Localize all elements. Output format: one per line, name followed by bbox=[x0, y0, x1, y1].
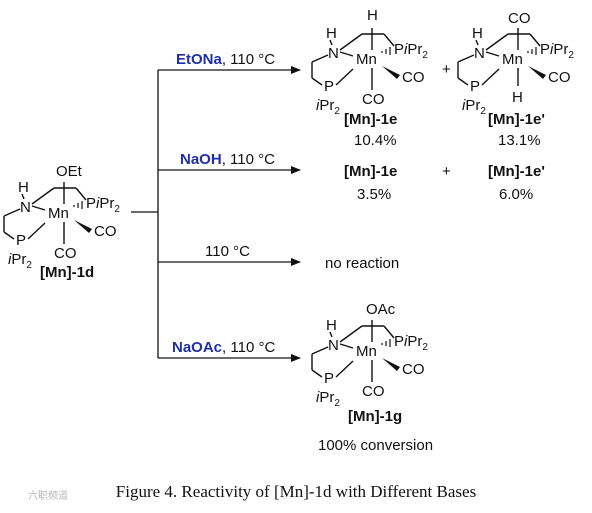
molecule-mn-1d: OEt [Mn]-1d bbox=[3, 163, 122, 281]
condition-naoh: NaOH, 110 °C bbox=[180, 151, 275, 168]
molecule-mn-1e-prime: CO H [Mn]-1e' 13.1% bbox=[457, 10, 576, 149]
condition-etona: EtONa, 110 °C bbox=[176, 51, 275, 68]
plus-sign-naoh: + bbox=[442, 163, 451, 180]
naoh-product-1e: [Mn]-1e bbox=[344, 163, 397, 180]
mn-1e-label: [Mn]-1e bbox=[344, 111, 397, 128]
yield-etona-1e: 10.4% bbox=[354, 132, 397, 149]
plus-sign-top: + bbox=[442, 61, 451, 78]
condition-heat: 110 °C bbox=[205, 243, 250, 260]
reagent-etona: EtONa bbox=[176, 51, 223, 68]
yield-naoh-1e: 3.5% bbox=[357, 186, 391, 203]
mn-1g-label: [Mn]-1g bbox=[348, 408, 402, 425]
mn-1d-label: [Mn]-1d bbox=[40, 264, 94, 281]
condition-naoac: NaOAc, 110 °C bbox=[172, 339, 275, 356]
conditions-etona: , 110 °C bbox=[222, 51, 275, 68]
molecule-mn-1g: OAc [Mn]-1g 100% conversion bbox=[311, 301, 433, 454]
reagent-naoh: NaOH bbox=[180, 151, 222, 168]
mn-1e-prime-label: [Mn]-1e' bbox=[488, 111, 545, 128]
yield-etona-1e-prime: 13.1% bbox=[498, 132, 541, 149]
reagent-naoac: NaOAc bbox=[172, 339, 222, 356]
conditions-naoh: , 110 °C bbox=[222, 151, 275, 168]
hydride-bottom-label: H bbox=[512, 89, 523, 106]
hydride-top-label: H bbox=[367, 7, 378, 24]
conditions-naoac: , 110 °C bbox=[222, 339, 275, 356]
watermark: 六职频道 bbox=[28, 489, 68, 502]
co-top-label: CO bbox=[508, 10, 531, 27]
oac-label: OAc bbox=[366, 301, 396, 318]
naoh-product-1e-prime: [Mn]-1e' bbox=[488, 163, 545, 180]
figure-caption: Figure 4. Reactivity of [Mn]-1d with Dif… bbox=[116, 482, 476, 501]
conversion-text: 100% conversion bbox=[318, 437, 433, 454]
yield-naoh-1e-prime: 6.0% bbox=[499, 186, 533, 203]
branch-lines bbox=[131, 66, 301, 362]
no-reaction-text: no reaction bbox=[325, 255, 399, 272]
molecule-mn-1e: H [Mn]-1e 10.4% bbox=[311, 7, 430, 149]
oet-label: OEt bbox=[56, 163, 83, 180]
